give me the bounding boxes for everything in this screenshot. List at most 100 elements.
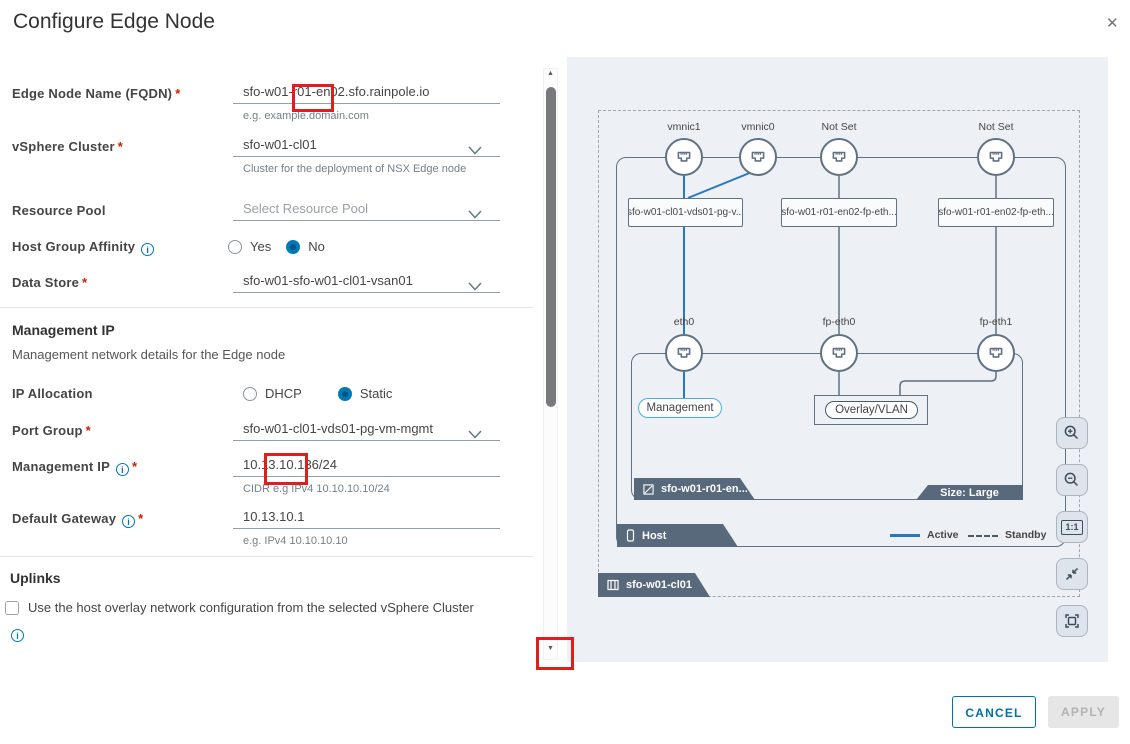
- edge-port-label-fp-eth1: fp-eth1: [979, 316, 1013, 328]
- ip-allocation-options: DHCP Static: [243, 386, 392, 401]
- zoom-in-icon: [1064, 425, 1079, 440]
- info-icon[interactable]: i: [122, 515, 136, 528]
- port-group-select[interactable]: sfo-w01-cl01-vds01-pg-vm-mgmt: [233, 421, 500, 441]
- vsphere-cluster-label-text: vSphere Cluster: [12, 139, 115, 154]
- fit-to-screen-button[interactable]: [1056, 558, 1088, 590]
- cluster-tab: sfo-w01-cl01: [598, 573, 710, 597]
- edge-vm-tab: sfo-w01-r01-en...: [634, 478, 755, 500]
- port-group-box-1[interactable]: sfo-w01-cl01-vds01-pg-v...: [628, 198, 743, 227]
- scrollbar-up-icon[interactable]: ▲: [547, 70, 554, 77]
- radio-no[interactable]: [286, 239, 301, 254]
- edge-node-name-label-text: Edge Node Name (FQDN): [12, 86, 173, 101]
- chevron-down-icon[interactable]: [468, 426, 484, 439]
- vmnic0-port-icon[interactable]: [739, 138, 777, 176]
- fp-eth0-port-icon[interactable]: [820, 334, 858, 372]
- legend-standby-line: [968, 535, 998, 537]
- management-ip-label: Management IP i*: [12, 459, 137, 476]
- edge-vm-container-box: [631, 353, 1023, 500]
- scrollbar-down-icon[interactable]: ▼: [547, 645, 554, 652]
- info-icon[interactable]: i: [115, 463, 129, 476]
- nic-not-set-1-port-icon[interactable]: [820, 138, 858, 176]
- chevron-down-icon[interactable]: [468, 206, 484, 219]
- default-gateway-value: 10.13.10.1: [243, 509, 305, 524]
- management-ip-label-text: Management IP: [12, 459, 110, 474]
- vsphere-cluster-value: sfo-w01-cl01: [243, 137, 317, 152]
- vsphere-cluster-select[interactable]: sfo-w01-cl01: [233, 137, 500, 157]
- topology-diagram-panel: vmnic1 vmnic0 Not Set Not Set sfo-w01-cl…: [567, 57, 1108, 662]
- edge-node-name-value: sfo-w01-r01-en02.sfo.rainpole.io: [243, 84, 430, 99]
- edge-node-name-label: Edge Node Name (FQDN)*: [12, 86, 180, 101]
- cluster-boundary-dashed: [598, 110, 1080, 597]
- nic-not-set-2-port-icon[interactable]: [977, 138, 1015, 176]
- legend-standby-label: Standby: [1005, 529, 1047, 541]
- scrollbar-thumb[interactable]: [546, 87, 556, 407]
- port-group-label: Port Group*: [12, 423, 91, 438]
- apply-button[interactable]: APPLY: [1048, 696, 1119, 728]
- radio-static-label: Static: [359, 386, 393, 401]
- required-marker: *: [85, 423, 91, 438]
- radio-static[interactable]: [337, 386, 352, 401]
- radio-yes[interactable]: [228, 239, 242, 254]
- required-marker: *: [82, 275, 88, 290]
- port-group-label-text: Port Group: [12, 423, 83, 438]
- section-divider: [0, 307, 533, 308]
- nic-label-not-set-1: Not Set: [821, 121, 857, 133]
- host-tab: Host: [617, 524, 738, 547]
- host-tab-label: Host: [642, 529, 667, 542]
- port-group-box-3[interactable]: sfo-w01-r01-en02-fp-eth...: [938, 198, 1054, 227]
- host-icon: [626, 529, 635, 542]
- overlay-vlan-group-box: [814, 395, 928, 425]
- edge-node-name-input[interactable]: sfo-w01-r01-en02.sfo.rainpole.io: [233, 84, 500, 104]
- port-group-box-2[interactable]: sfo-w01-r01-en02-fp-eth...: [781, 198, 897, 227]
- radio-dhcp[interactable]: [243, 386, 257, 401]
- required-marker: *: [131, 459, 138, 474]
- size-badge: Size: Large: [916, 485, 1023, 500]
- zoom-in-button[interactable]: [1056, 417, 1088, 449]
- data-store-value: sfo-w01-sfo-w01-cl01-vsan01: [243, 273, 413, 288]
- cancel-button[interactable]: CANCEL: [952, 696, 1036, 728]
- info-icon[interactable]: i: [11, 629, 24, 642]
- nic-label-vmnic0: vmnic0: [741, 121, 775, 133]
- radio-yes-label: Yes: [250, 239, 272, 254]
- collapse-arrows-icon: [1065, 567, 1079, 581]
- legend-active-line: [890, 534, 920, 537]
- zoom-reset-button[interactable]: 1:1: [1056, 511, 1088, 543]
- vsphere-cluster-label: vSphere Cluster*: [12, 139, 123, 154]
- fullscreen-button[interactable]: [1056, 605, 1088, 637]
- info-icon[interactable]: i: [141, 243, 155, 256]
- management-ip-helper: CIDR e.g IPv4 10.10.10.10/24: [243, 483, 390, 495]
- overlay-vlan-pill: Overlay/VLAN: [825, 401, 918, 419]
- vmnic1-port-icon[interactable]: [665, 138, 703, 176]
- cluster-icon: [607, 579, 619, 591]
- data-store-select[interactable]: sfo-w01-sfo-w01-cl01-vsan01: [233, 273, 500, 293]
- edge-vm-tab-label: sfo-w01-r01-en...: [661, 483, 748, 495]
- zoom-out-button[interactable]: [1056, 464, 1088, 496]
- chevron-down-icon[interactable]: [468, 142, 484, 155]
- default-gateway-helper: e.g. IPv4 10.10.10.10: [243, 535, 348, 547]
- port-group-value: sfo-w01-cl01-vds01-pg-vm-mgmt: [243, 421, 433, 436]
- zoom-out-icon: [1064, 472, 1079, 487]
- resource-pool-select[interactable]: Select Resource Pool: [233, 201, 500, 221]
- legend-active-label: Active: [927, 529, 959, 541]
- dialog-title: Configure Edge Node: [13, 10, 215, 33]
- fp-eth1-port-icon[interactable]: [977, 334, 1015, 372]
- uplinks-section-heading: Uplinks: [10, 570, 61, 586]
- edge-port-label-eth0: eth0: [673, 316, 695, 328]
- data-store-label-text: Data Store: [12, 275, 80, 290]
- chevron-down-icon[interactable]: [468, 278, 484, 291]
- default-gateway-input[interactable]: 10.13.10.1: [233, 509, 500, 529]
- one-to-one-icon: 1:1: [1061, 519, 1083, 535]
- host-group-affinity-label-text: Host Group Affinity: [12, 239, 136, 254]
- close-icon[interactable]: ✕: [1106, 15, 1119, 32]
- ip-allocation-label: IP Allocation: [12, 386, 93, 401]
- required-marker: *: [117, 139, 123, 154]
- fullscreen-icon: [1065, 614, 1079, 628]
- edge-node-name-helper: e.g. example.domain.com: [243, 110, 369, 122]
- uplinks-overlay-checkbox[interactable]: [5, 601, 19, 615]
- annotation-box-fqdn-en02: [292, 84, 334, 112]
- eth0-port-icon[interactable]: [665, 334, 703, 372]
- required-marker: *: [175, 86, 181, 101]
- annotation-box-management-ip-136: [264, 453, 308, 485]
- nic-label-not-set-2: Not Set: [978, 121, 1014, 133]
